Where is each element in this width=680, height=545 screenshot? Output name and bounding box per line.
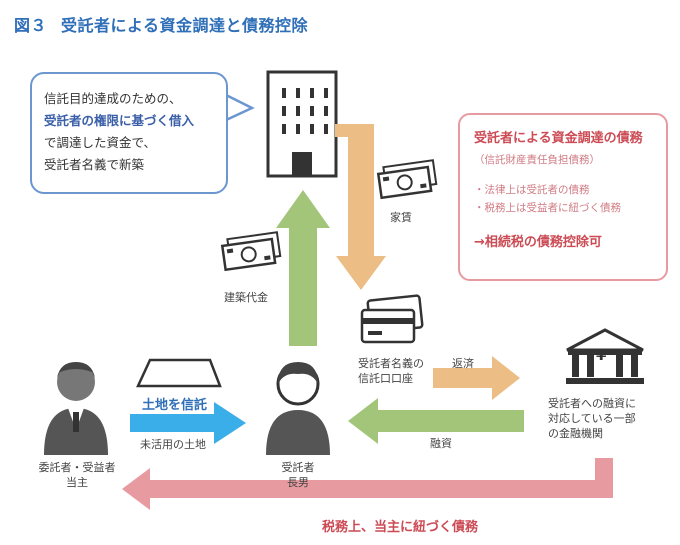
settlor-label-line-1: 委託者・受益者 [38, 461, 116, 474]
bubble-line-1: 信託目的達成のための、 [44, 91, 182, 106]
debt-box-subtitle: （信託財産責任負担債務） [474, 154, 600, 166]
bubble-tail [224, 92, 255, 122]
rent-label: 家賃 [390, 211, 412, 224]
bank-label-line-3: の金融機関 [548, 427, 603, 440]
land-trust-label: 土地を信託 [142, 398, 208, 413]
unused-land-label: 未活用の土地 [140, 438, 206, 451]
settlor-label-line-2: 当主 [66, 476, 88, 489]
figure-title: 受託者による資金調達と債務控除 [61, 16, 309, 35]
settlor-person-icon [44, 362, 108, 455]
trustee-person-icon [266, 362, 330, 455]
trust-account-line-1: 受託者名義の [358, 357, 424, 370]
bank-label: 受託者への融資に 対応している一部 の金融機関 [548, 396, 636, 441]
bubble-line-2: 受託者の権限に基づく借入 [44, 113, 195, 128]
tax-debt-label: 税務上、当主に紐づく債務 [322, 520, 479, 535]
rent-arrow [335, 124, 386, 290]
repayment-arrow [433, 356, 520, 400]
page-title: 図３ 受託者による資金調達と債務控除 [14, 12, 308, 36]
bubble-line-4: 受託者名義で新築 [44, 157, 145, 172]
speech-bubble: 信託目的達成のための、 受託者の権限に基づく借入 で調達した資金で、 受託者名義… [30, 72, 228, 194]
loan-label: 融資 [430, 437, 452, 450]
construction-label: 建築代金 [224, 291, 268, 304]
trustee-label-line-2: 長男 [287, 476, 309, 489]
construction-arrow [276, 190, 330, 346]
land-trust-arrow [130, 402, 246, 444]
bank-card-icon [360, 294, 424, 344]
trustee-label-line-1: 受託者 [281, 461, 315, 474]
building-icon [266, 70, 338, 178]
debt-info-box: 受託者による資金調達の債務 （信託財産責任負担債務） ・法律上は受託者の債務 ・… [458, 113, 668, 281]
loan-arrow [348, 398, 524, 444]
bank-icon [566, 328, 644, 384]
tax-debt-arrow [122, 458, 613, 510]
construction-money-icon [220, 231, 282, 272]
bubble-line-3: で調達した資金で、 [44, 135, 157, 150]
trust-account-line-2: 信託口口座 [358, 372, 413, 385]
figure-number: 図３ [14, 16, 48, 35]
bank-label-line-1: 受託者への融資に [548, 397, 636, 410]
debt-box-item-2: ・税務上は受益者に紐づく債務 [474, 202, 621, 214]
debt-box-title: 受託者による資金調達の債務 [474, 131, 643, 146]
trustee-label: 受託者 長男 [272, 460, 324, 490]
rent-money-icon [376, 159, 438, 200]
trust-account-label: 受託者名義の 信託口口座 [358, 356, 424, 386]
settlor-label: 委託者・受益者 当主 [34, 460, 120, 490]
debt-box-item-1: ・法律上は受託者の債務 [474, 184, 590, 196]
yen-icon: ¥ [596, 346, 607, 364]
land-icon [136, 358, 222, 388]
repayment-label: 返済 [452, 357, 474, 370]
bank-label-line-2: 対応している一部 [548, 412, 636, 425]
debt-box-conclusion: →相続税の債務控除可 [474, 235, 602, 250]
